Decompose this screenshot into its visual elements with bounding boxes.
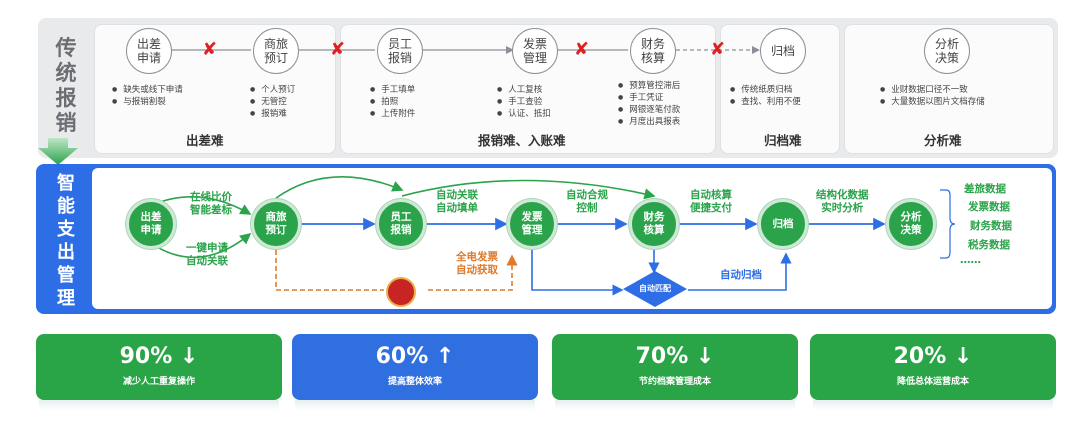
trad-desc-accounting: 预算管控滞后 手工凭证 网银逐笔付款 月度出具报表	[618, 80, 680, 128]
footer-analysis-difficult: 分析难	[924, 133, 962, 148]
smart-node-accounting: 财务 核算	[629, 199, 679, 249]
tax-emblem-icon	[386, 277, 416, 307]
card-shadow	[39, 400, 279, 410]
label-price-compare: 在线比价 智能差标	[190, 191, 232, 216]
cross-icon: ✘	[202, 39, 218, 60]
cross-icon: ✘	[574, 39, 590, 60]
footer-travel-difficult: 出差难	[186, 133, 224, 148]
smart-node-employee-reimburse: 员工 报销	[376, 199, 426, 249]
smart-node-travel-apply: 出差 申请	[126, 199, 176, 249]
smart-node-analysis: 分析 决策	[886, 199, 936, 249]
output-invoice-data: 发票数据	[968, 201, 1010, 213]
trad-desc-invoice: 人工复核 手工查验 认证、抵扣	[497, 84, 551, 120]
output-tax-data: 税务数据	[968, 239, 1010, 251]
trad-desc-analysis: 业财数据口径不一致 大量数据以图片文档存储	[880, 84, 985, 108]
metric-card: 70% ↓ 节约档案管理成本	[552, 334, 798, 400]
trad-desc-travel-apply: 缺失或线下申请 与报销割裂	[112, 84, 183, 108]
metric-card: 60% ↑ 提高整体效率	[292, 334, 538, 400]
output-more: ……	[960, 254, 981, 266]
trad-node-archive: 归档	[760, 28, 806, 74]
output-travel-data: 差旅数据	[964, 183, 1006, 195]
traditional-title: 传 统 报 销	[55, 36, 77, 135]
label-e-invoice: 全电发票 自动获取	[456, 251, 498, 276]
metric-label: 提高整体效率	[387, 377, 442, 387]
card-shadow	[813, 400, 1053, 410]
traditional-connectors	[170, 46, 760, 54]
metric-value: 90% ↓	[119, 344, 199, 369]
cross-icon: ✘	[330, 39, 346, 60]
metric-value: 20% ↓	[893, 344, 973, 369]
metric-card: 90% ↓ 减少人工重复操作	[36, 334, 282, 400]
trad-node-booking: 商旅 预订	[253, 28, 299, 74]
output-finance-data: 财务数据	[970, 220, 1012, 232]
label-structured-data: 结构化数据 实时分析	[816, 189, 869, 214]
auto-match-label: 自动匹配	[639, 284, 671, 293]
smart-node-invoice: 发票 管理	[507, 199, 557, 249]
card-shadow	[555, 400, 795, 410]
card-shadow	[295, 400, 535, 410]
smart-connectors	[151, 176, 956, 296]
metric-value: 70% ↓	[635, 344, 715, 369]
smart-node-archive: 归档	[758, 199, 808, 249]
metric-value: 60% ↑	[375, 344, 455, 369]
footer-reimburse-difficult: 报销难、入账难	[478, 133, 566, 148]
label-auto-archive: 自动归档	[720, 269, 762, 281]
metric-label: 减少人工重复操作	[122, 377, 195, 387]
label-one-click: 一键申请 自动关联	[186, 242, 228, 267]
trad-desc-archive: 传统纸质归档 查找、利用不便	[730, 84, 801, 108]
trad-node-travel-apply: 出差 申请	[126, 28, 172, 74]
trad-node-accounting: 财务 核算	[630, 28, 676, 74]
auto-match-diamond	[623, 271, 687, 307]
down-arrow-icon	[38, 138, 78, 165]
trad-desc-employee-reimburse: 手工填单 拍照 上传附件	[370, 84, 415, 120]
cross-icon: ✘	[710, 39, 726, 60]
label-auto-compliance: 自动合规 控制	[566, 189, 608, 214]
trad-node-employee-reimburse: 员工 报销	[377, 28, 423, 74]
trad-desc-booking: 个人预订 无管控 报销难	[250, 84, 295, 120]
label-auto-link: 自动关联 自动填单	[436, 189, 478, 214]
metric-card: 20% ↓ 降低总体运营成本	[810, 334, 1056, 400]
trad-node-invoice: 发票 管理	[512, 28, 558, 74]
metric-label: 降低总体运营成本	[896, 377, 969, 387]
trad-node-analysis: 分析 决策	[924, 28, 970, 74]
footer-archive-difficult: 归档难	[764, 133, 802, 148]
smart-node-booking: 商旅 预订	[251, 199, 301, 249]
label-auto-accounting: 自动核算 便捷支付	[690, 189, 732, 214]
smart-title: 智 能 支 出 管 理	[57, 173, 75, 309]
metric-label: 节约档案管理成本	[638, 377, 711, 387]
